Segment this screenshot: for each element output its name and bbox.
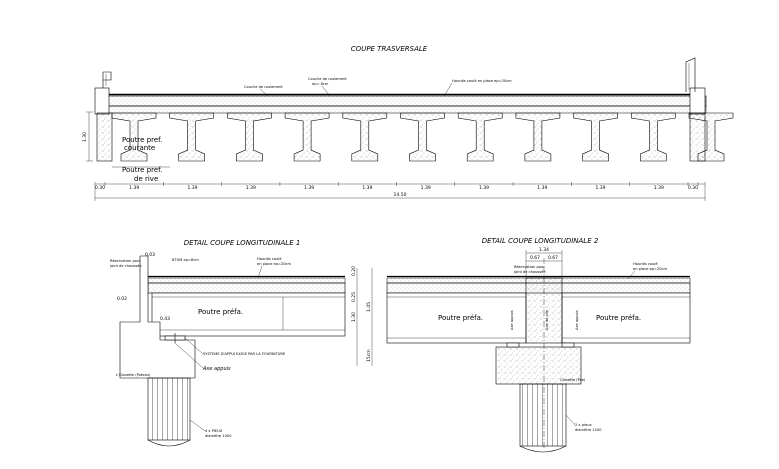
dimension-label: 1.39 bbox=[246, 185, 256, 191]
d1-dim-043: 0.43 bbox=[160, 316, 170, 322]
label-poutre-rive-1: Poutre pref. bbox=[122, 166, 162, 174]
d2-reservation-1: Réservation pour bbox=[514, 265, 545, 269]
dimension-labels: 0.30 1.39 1.39 1.39 1.39 1.39 1.39 1.39 1.39 1.39… bbox=[95, 182, 699, 191]
label-couche-roulement-2: Couche de roulement bbox=[308, 77, 347, 81]
coupe-transversale-title: COUPE TRASVERSALE bbox=[351, 45, 428, 53]
d2-poutre-left: Poutre préfa. bbox=[438, 314, 483, 322]
dimension-label: 0.30 bbox=[688, 185, 698, 191]
d1-systeme: SYSTEME D'APPUI EXIGE PAR LA FOURNITURE bbox=[203, 352, 286, 356]
dimension-label: 1.39 bbox=[537, 185, 547, 191]
detail-2-title: DETAIL COUPE LONGITUDINALE 2 bbox=[482, 237, 599, 245]
d1-pieux-2: diamètre 1000 bbox=[205, 434, 232, 438]
dimension-label: 1.39 bbox=[421, 185, 431, 191]
d2-pieux-1: 2 x pieux bbox=[575, 423, 592, 427]
d1-pieux-1: 4 x PIEUX bbox=[205, 429, 223, 433]
precast-beam bbox=[457, 112, 503, 162]
d1-reservation-1: Réservation pour bbox=[110, 259, 141, 263]
d1-btum: BTUM ep=8cm bbox=[172, 258, 199, 262]
label-couche-roulement-ep: ep= 8cm bbox=[312, 82, 329, 86]
label-poutre-courante-2: courante bbox=[124, 144, 155, 152]
label-poutre-courante-1: Poutre pref. bbox=[122, 136, 162, 144]
precast-beam bbox=[284, 112, 330, 162]
edge-block bbox=[96, 112, 113, 162]
d2-poutre-right: Poutre préfa. bbox=[596, 314, 641, 322]
d2-axe-appui-right: Axe appuis bbox=[575, 310, 579, 330]
d1-dim-003: 0.03 bbox=[145, 252, 155, 258]
d2-hourdis-2: en place ep=20cm bbox=[633, 267, 667, 271]
d2-axe-pile: Axe de pile bbox=[545, 309, 549, 330]
dimension-label: 1.39 bbox=[187, 185, 197, 191]
coupe-transversale: COUPE TRASVERSALE Couche de roulement Co… bbox=[82, 45, 734, 201]
d1-reservation-2: joint de chaussée bbox=[109, 264, 142, 268]
precast-beams bbox=[96, 112, 734, 162]
d1-dim-020: 0.20 bbox=[351, 266, 357, 276]
d1-poutre: Poutre préfa. bbox=[198, 308, 243, 316]
d2-pieux-2: diamètre 1200 bbox=[575, 428, 602, 432]
d1-clavette: L'Clavette (Poteau) bbox=[116, 373, 151, 377]
dimension-label: 1.39 bbox=[595, 185, 605, 191]
d1-dim-130: 1.30 bbox=[351, 312, 357, 322]
dimension-label: 1.39 bbox=[304, 185, 314, 191]
d2-axe-appui-left: Axe appuis bbox=[510, 310, 514, 330]
d2-clavette: Clavette (Pile) bbox=[560, 378, 586, 382]
d1-axe: Axe appuis bbox=[202, 366, 231, 372]
d2-hourdis-1: Hourdis coulé bbox=[633, 262, 658, 266]
label-hourdis: Hourdis coulé en place ep=20cm bbox=[452, 79, 512, 83]
precast-beam bbox=[631, 112, 676, 162]
precast-beam bbox=[227, 112, 272, 162]
dimension-label: 0.30 bbox=[95, 185, 105, 191]
d1-hourdis-1: Hourdis coulé bbox=[257, 257, 282, 261]
total-width-label: 14.50 bbox=[394, 192, 407, 198]
dimension-label: 1.39 bbox=[654, 185, 664, 191]
d1-hourdis-2: en place ep=20cm bbox=[257, 262, 291, 266]
height-dimension-label: 1.30 bbox=[82, 132, 88, 142]
dimension-label: 1.39 bbox=[129, 185, 139, 191]
detail-coupe-longitudinale-1: DETAIL COUPE LONGITUDINALE 1 Réservation… bbox=[109, 239, 373, 447]
detail-1-title: DETAIL COUPE LONGITUDINALE 1 bbox=[184, 239, 301, 247]
dimension-label: 1.39 bbox=[479, 185, 489, 191]
d2-dim-067b: 0.67 bbox=[548, 255, 558, 261]
precast-beam bbox=[400, 112, 445, 162]
deck-slab bbox=[96, 93, 707, 114]
precast-beam bbox=[342, 112, 388, 162]
d1-dim-025: 0.25 bbox=[351, 292, 357, 302]
precast-beam bbox=[111, 112, 157, 162]
edge-block bbox=[689, 112, 706, 162]
d2-dim-134: 1.34 bbox=[539, 247, 549, 253]
detail-coupe-longitudinale-2: DETAIL COUPE LONGITUDINALE 2 Réservation… bbox=[386, 237, 691, 453]
dimension-label: 1.39 bbox=[362, 185, 372, 191]
label-poutre-rive-2: de rive bbox=[134, 175, 158, 183]
label-couche-roulement-1: Couche de roulement bbox=[244, 85, 283, 89]
dimension-chain bbox=[94, 182, 706, 201]
d2-reservation-2: joint de chaussée bbox=[513, 270, 546, 274]
left-railing bbox=[94, 71, 112, 115]
precast-beam bbox=[169, 112, 214, 162]
height-dimension: 1.30 bbox=[82, 111, 93, 162]
precast-beam bbox=[573, 112, 618, 162]
d2-dim-067a: 0.67 bbox=[530, 255, 540, 261]
precast-beam bbox=[515, 112, 561, 162]
d1-dim-145: 1.45 bbox=[366, 302, 372, 312]
d1-dim-15: 15cm bbox=[366, 349, 372, 362]
right-railing bbox=[685, 57, 706, 115]
precast-beam bbox=[688, 112, 734, 162]
d1-dim-002: 0.02 bbox=[117, 296, 127, 302]
